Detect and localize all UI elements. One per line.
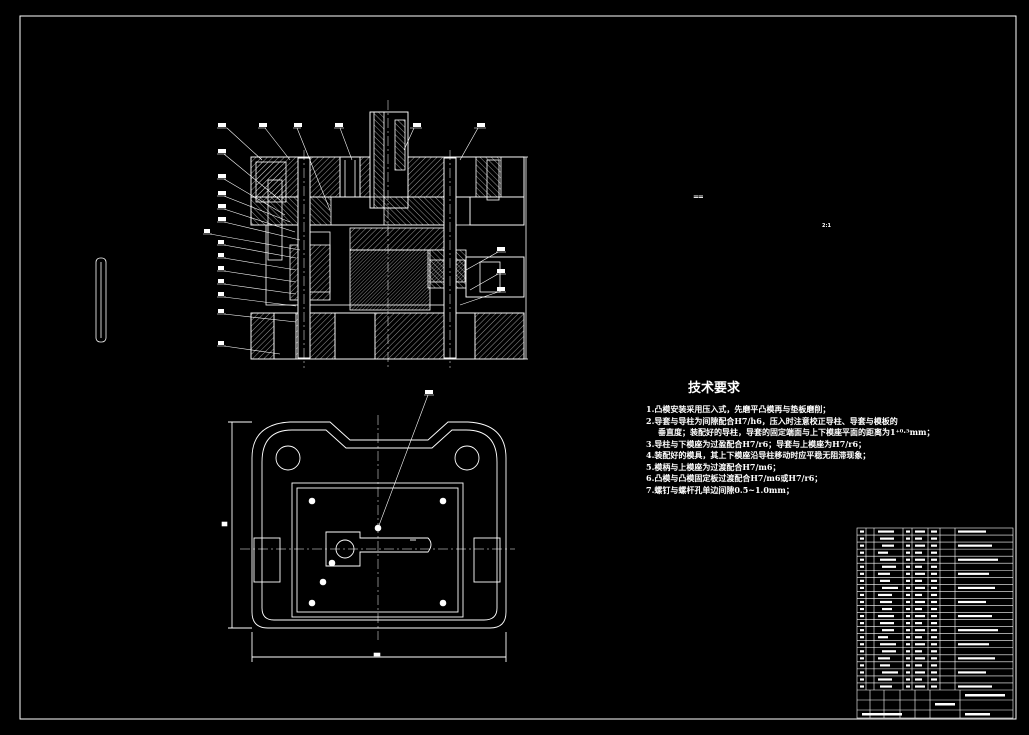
side-part-view — [95, 257, 107, 343]
requirement-item: 7.螺钉与螺杆孔单边间隙0.5~1.0mm； — [646, 484, 794, 495]
requirement-item: 1.凸模安装采用压入式，先磨平凸模再与垫板磨削； — [646, 404, 831, 414]
requirement-item: 6.凸模与凸模固定板过渡配合H7/m6或H7/r6； — [646, 473, 823, 483]
scale-mark: == — [693, 193, 704, 201]
bom-table — [856, 527, 1014, 719]
requirement-item: 4.装配好的模具，其上下模座沿导柱移动时应平稳无阻滞现象； — [646, 450, 871, 460]
requirement-item: 3.导柱与下模座为过盈配合H7/r6；导套与上模座为H7/r6； — [646, 438, 867, 449]
technical-requirements-list: 1.凸模安装采用压入式，先磨平凸模再与垫板磨削； 2.导套与导柱为间隙配合H7/… — [646, 404, 935, 496]
technical-requirements-title: 技术要求 — [688, 381, 741, 396]
ratio-mark: 2:1 — [822, 223, 831, 229]
plan-view-holes — [221, 497, 447, 657]
drawing-frame — [19, 15, 1017, 720]
leader-lines-section — [203, 127, 506, 529]
part-number-marks — [204, 123, 505, 394]
requirement-item: 垂直度；装配好的导柱，导套的固定端面与上下模座平面的距离为1⁺⁰·⁵mm； — [658, 427, 935, 437]
requirement-item: 2.导套与导柱为间隙配合H7/h6，压入时注意校正导柱、导套与模板的 — [646, 415, 898, 426]
section-view — [250, 100, 528, 370]
plan-view — [228, 415, 515, 662]
requirement-item: 5.模柄与上模座为过渡配合H7/m6； — [646, 461, 781, 472]
